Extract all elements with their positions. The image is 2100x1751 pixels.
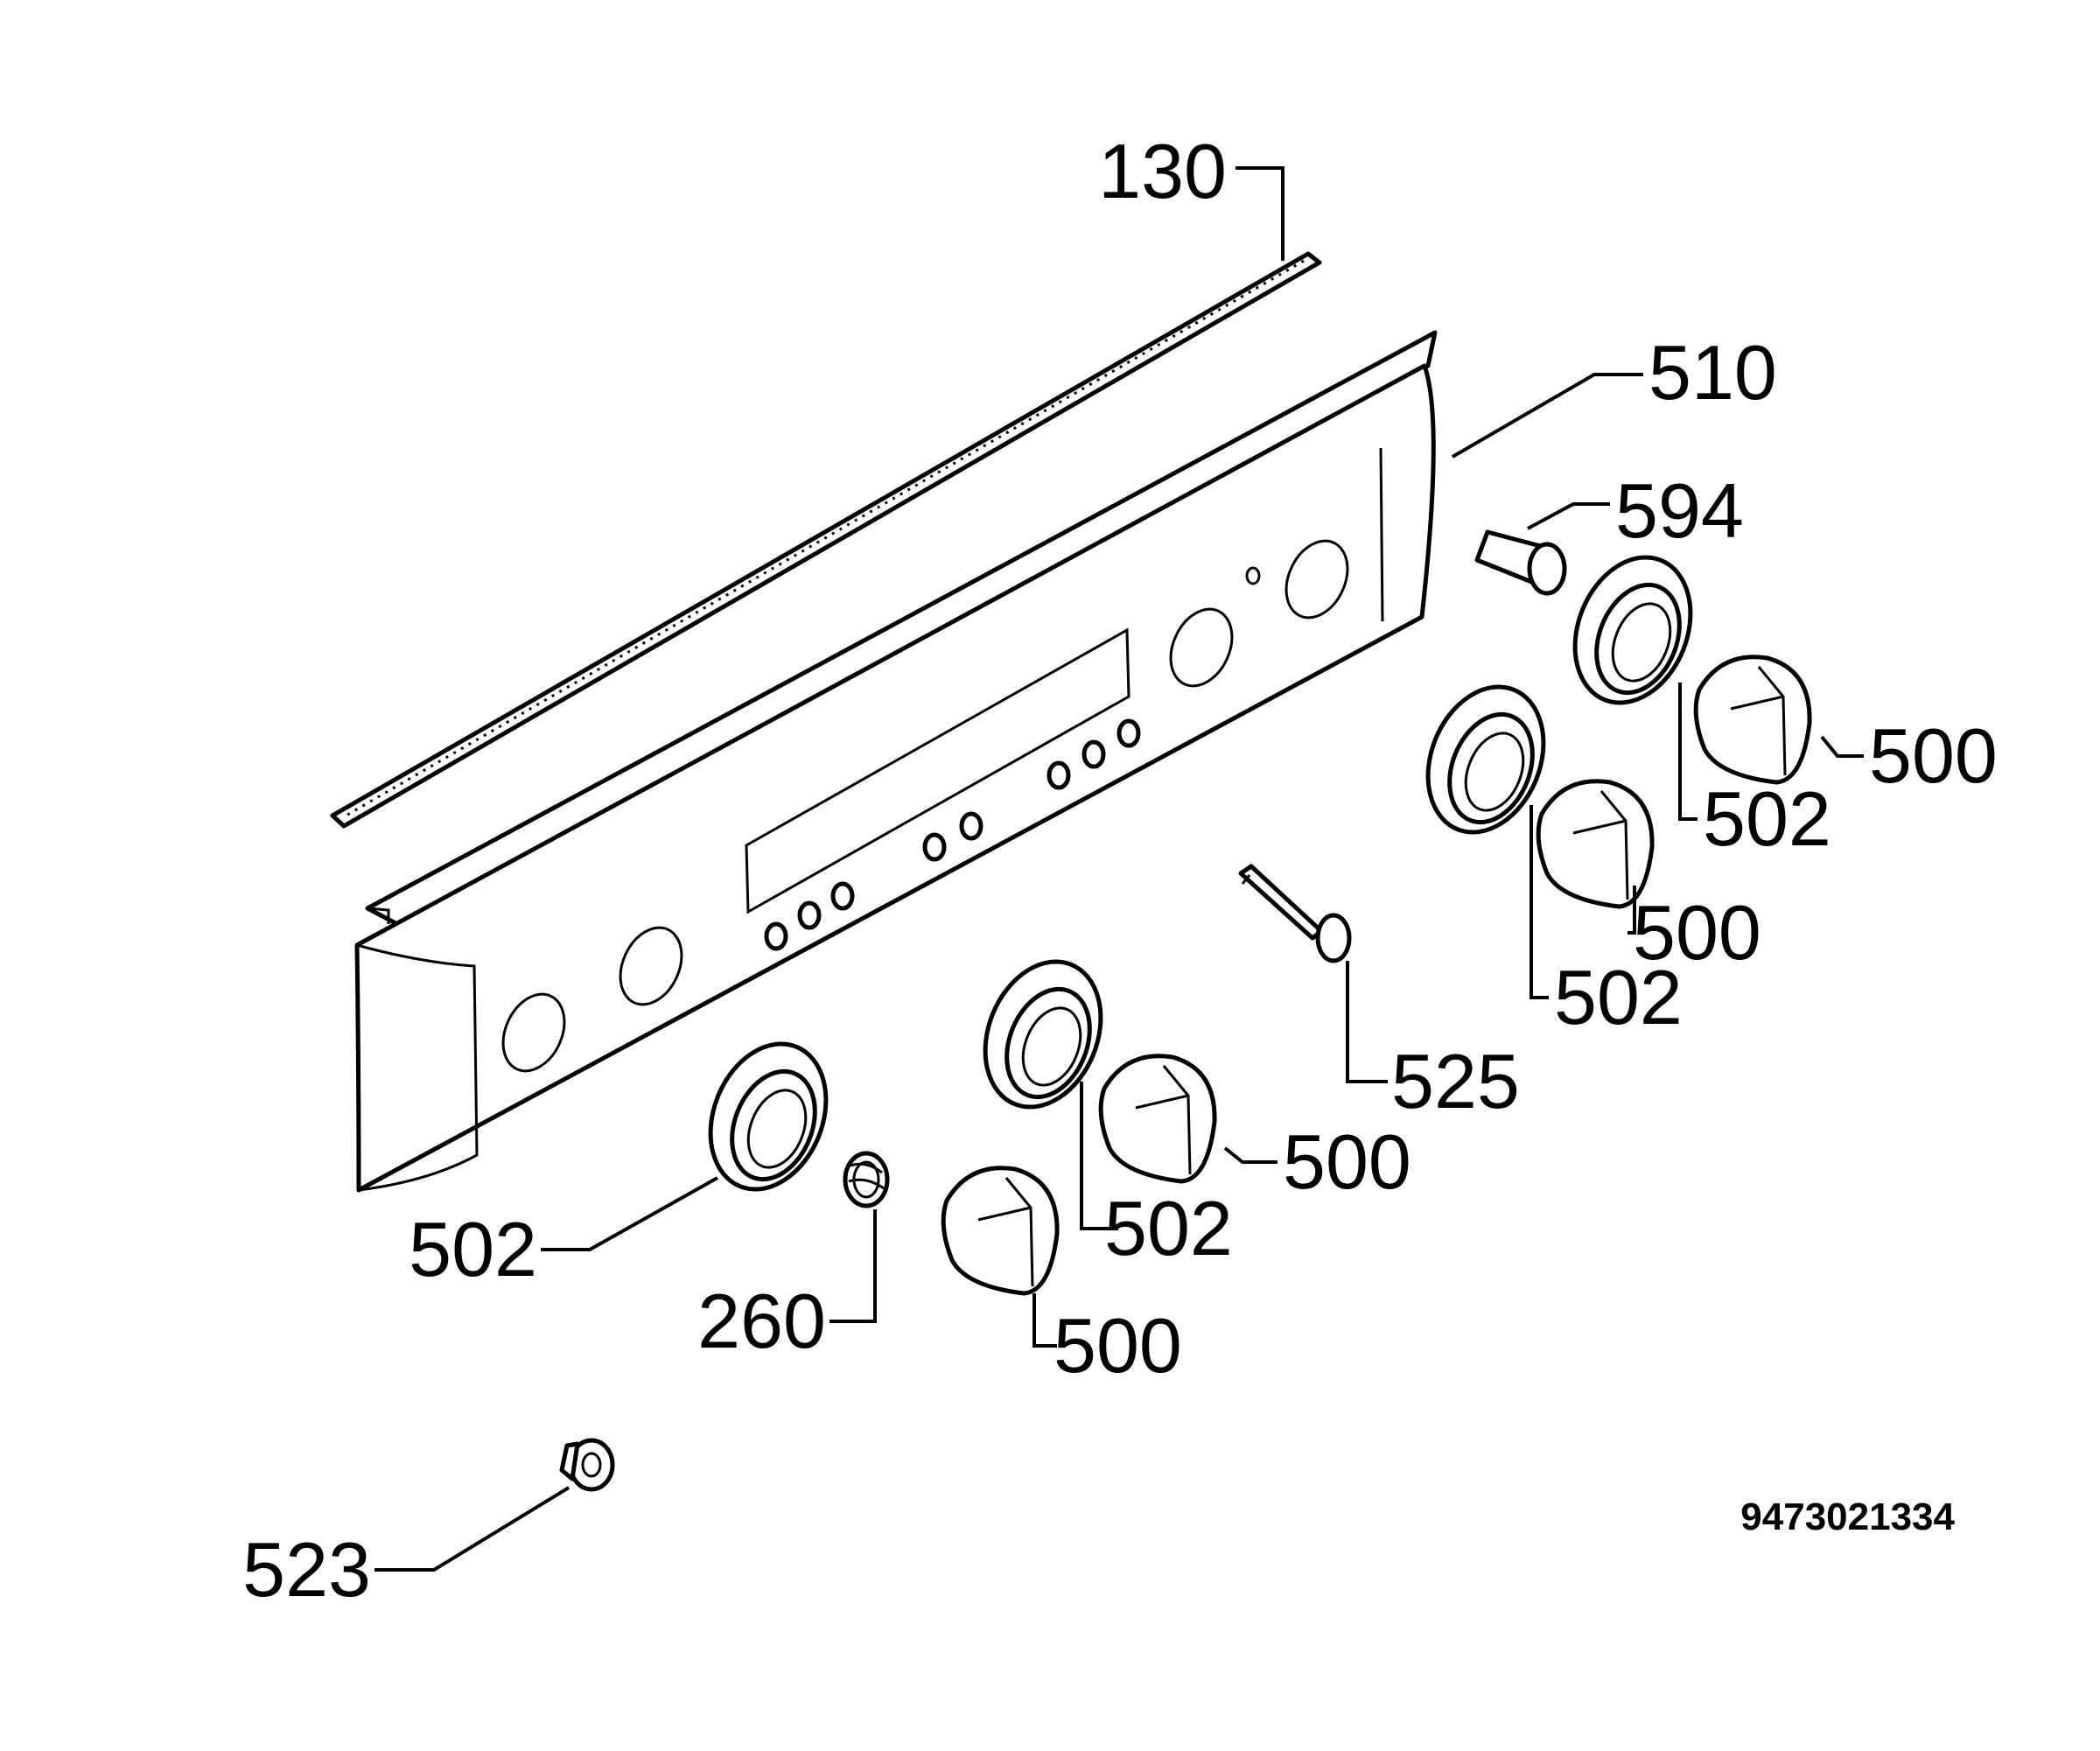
callout-130: 130	[1098, 128, 1227, 214]
spring-part	[843, 1151, 890, 1208]
callout-500-a: 500	[1869, 712, 1998, 799]
callout-500-c: 500	[1283, 1118, 1411, 1205]
callout-510: 510	[1648, 329, 1777, 416]
callout-594: 594	[1615, 467, 1744, 554]
bezel-part-2	[983, 959, 1103, 1110]
knob-part-3	[1536, 779, 1655, 909]
bezel-part-1	[708, 1041, 829, 1192]
callout-525: 525	[1391, 1038, 1520, 1124]
callout-500-d: 500	[1054, 1302, 1182, 1389]
callout-labels: 130 510 594 500 502 500 502 525 500 502 …	[242, 128, 1998, 1613]
bezel-part-3	[1425, 684, 1546, 835]
shaft-part	[1238, 864, 1352, 963]
screw-part	[559, 1438, 615, 1492]
callout-500-b: 500	[1633, 889, 1761, 976]
callout-502-b: 502	[1554, 954, 1683, 1040]
panel-buttons	[764, 718, 1141, 951]
lamp-part	[1474, 529, 1567, 596]
knob-part-4	[1693, 655, 1812, 785]
drawing-number: 9473021334	[1740, 1495, 1955, 1538]
callout-502-a: 502	[1703, 775, 1831, 862]
knob-part-2	[1098, 1054, 1217, 1184]
callout-260: 260	[697, 1278, 826, 1364]
bezel-part-4	[1572, 555, 1693, 705]
callout-502-d: 502	[409, 1206, 537, 1292]
gasket-strip-part	[330, 251, 1322, 829]
knob-part-1	[941, 1166, 1060, 1296]
callout-523: 523	[242, 1526, 371, 1613]
control-panel-part	[354, 330, 1438, 1193]
leader-lines	[374, 166, 1864, 1572]
callout-502-c: 502	[1104, 1185, 1233, 1271]
